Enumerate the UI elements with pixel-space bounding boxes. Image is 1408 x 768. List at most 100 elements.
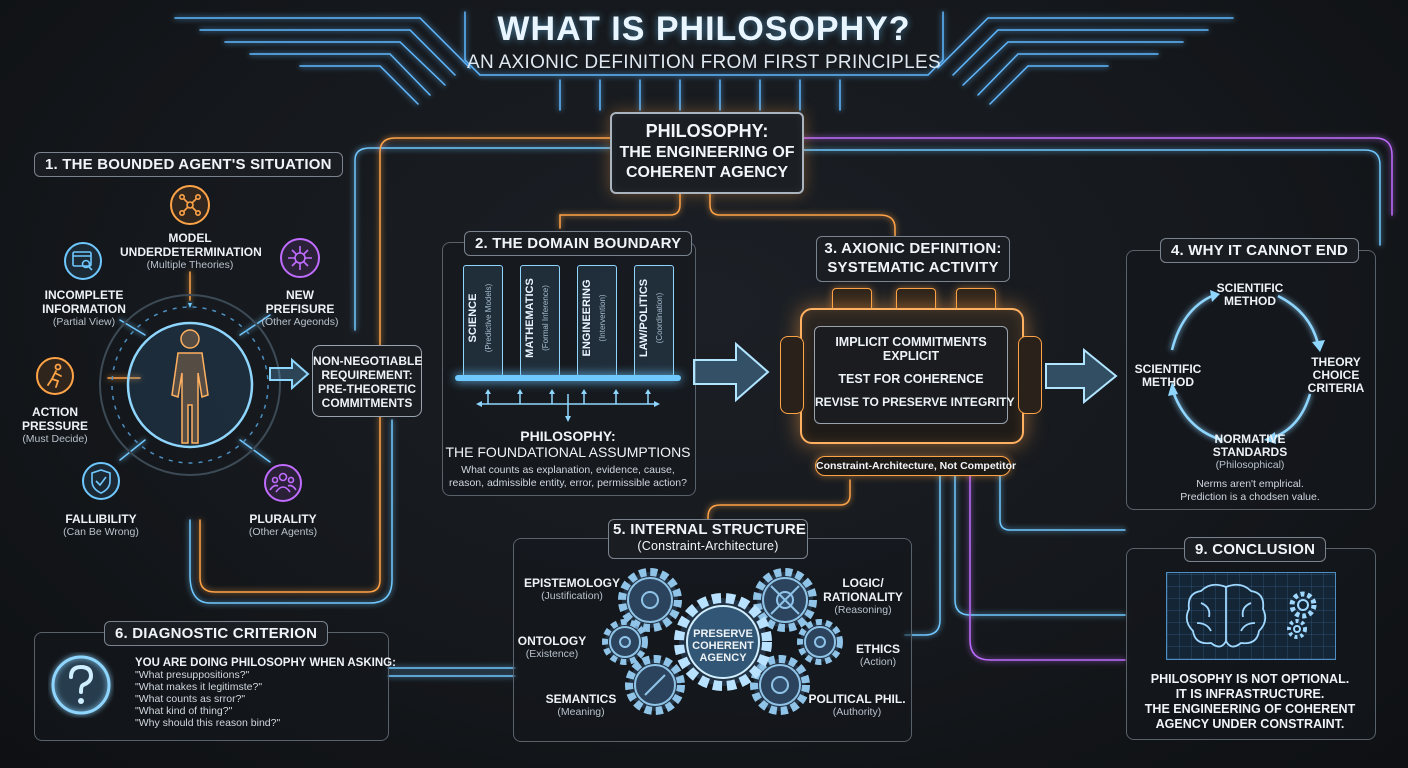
pillar-law-politics-note: (Coordination) — [655, 292, 664, 344]
sec1-item-incomplete-note: (Partial View) — [52, 316, 116, 328]
requirement-line-2: REQUIREMENT: — [321, 368, 413, 382]
virus-icon — [280, 238, 320, 278]
center-line-2: THE ENGINEERING OF — [619, 144, 795, 161]
gear-center-line-2: COHERENT — [692, 640, 754, 652]
sec1-item-fallibility-note: (Can Be Wrong) — [63, 526, 139, 538]
brain-icon — [1185, 583, 1267, 648]
gear-center-line-3: AGENCY — [699, 652, 747, 664]
section3-title-box: 3. AXIONIC DEFINITION: SYSTEMATIC ACTIVI… — [816, 236, 1010, 282]
requirement-line-4: COMMITMENTS — [321, 396, 413, 410]
cycle-left-line-1: SCIENTIFIC — [1134, 362, 1202, 376]
sec1-item-plurality-note: (Other Agents) — [248, 526, 318, 538]
arrow-right-icon — [693, 341, 770, 403]
section2-panel — [442, 242, 696, 496]
center-line-1: PHILOSOPHY: — [645, 121, 769, 141]
section3-footer: Constraint-Architecture, Not Competitor — [815, 456, 1016, 476]
section5-title-line-2: (Constraint-Architecture) — [637, 539, 779, 553]
sec5-ethics-note: (Action) — [859, 656, 897, 668]
sec1-item-fallibility-name: FALLIBILITY — [65, 512, 137, 526]
pillar-mathematics-label: MATHEMATICS — [524, 278, 536, 358]
pillar-mathematics-note: (Formal Inference) — [541, 285, 550, 351]
conclusion-line-3: THE ENGINEERING OF COHERENT — [1144, 702, 1356, 716]
cycle-top-line-2: METHOD — [1224, 294, 1276, 308]
pillar-science-note: (Predictive Models) — [484, 283, 493, 353]
section5-title-box: 5. INTERNAL STRUCTURE (Constraint-Archit… — [608, 519, 808, 559]
requirement-box: NON-NEGOTIABLE REQUIREMENT: PRE-THEORETI… — [312, 345, 422, 417]
section4-panel — [1126, 250, 1376, 510]
cycle-bottom-line-2: STANDARDS — [1212, 445, 1288, 459]
cycle-arrows — [1168, 290, 1325, 444]
pillars-group: SCIENCE (Predictive Models) MATHEMATICS … — [455, 265, 681, 390]
conclusion-line-1: PHILOSOPHY IS NOT OPTIONAL. — [1150, 672, 1350, 686]
cycle-right-line-3: CRITERIA — [1307, 381, 1365, 395]
diagnostic-question-4: "What kind of thing?" — [135, 705, 233, 717]
cycle-bottom-note: (Philosophical) — [1215, 459, 1285, 471]
cycle-bottom-line-1: NORMATIVE — [1214, 432, 1286, 446]
sec1-item-new-name2: PREFISURE — [265, 302, 335, 316]
diagnostic-question-3: "What counts as srror?" — [135, 693, 246, 705]
pillar-engineering-label: ENGINEERING — [581, 279, 593, 357]
sec1-item-action-name: ACTION — [32, 405, 78, 419]
machine-side-cap — [1018, 336, 1042, 414]
step-explicit: EXPLICIT — [882, 349, 940, 363]
sec1-item-plurality-name: PLURALITY — [249, 512, 317, 526]
group-icon — [264, 464, 302, 502]
diagnostic-heading: YOU ARE DOING PHILOSOPHY WHEN ASKING: — [135, 657, 396, 669]
machine-side-cap — [780, 336, 804, 414]
sec5-logic-note: (Reasoning) — [834, 604, 892, 616]
sec5-semantics-note: (Meaning) — [557, 706, 605, 718]
sec5-epistemology-name: EPISTEMOLOGY — [523, 576, 620, 590]
question-icon — [51, 655, 111, 715]
sec5-political-note: (Authority) — [832, 706, 882, 718]
section3-title-line-1: 3. AXIONIC DEFINITION: — [824, 240, 1002, 257]
section5-title-line-1: 5. INTERNAL STRUCTURE — [613, 521, 807, 538]
diagnostic-question-1: "What presuppositions?" — [135, 669, 250, 681]
sec5-logic-name2: RATIONALITY — [823, 590, 903, 604]
section3-title-line-2: SYSTEMATIC ACTIVITY — [827, 259, 999, 276]
sec1-item-model-note: (Multiple Theories) — [146, 259, 234, 271]
domain-desc-line-1: What counts as explanation, evidence, ca… — [461, 464, 675, 476]
machine-screen: IMPLICIT COMMITMENTS EXPLICIT TEST FOR C… — [814, 326, 1015, 424]
shield-check-icon — [82, 462, 120, 500]
systematic-activity-machine: IMPLICIT COMMITMENTS EXPLICIT TEST FOR C… — [800, 308, 1024, 444]
gear-icon — [1287, 591, 1317, 639]
step-implicit: IMPLICIT COMMITMENTS — [835, 335, 987, 349]
requirement-line-1: NON-NEGOTIABLE — [313, 354, 423, 368]
cycle-right-line-1: THEORY — [1311, 355, 1361, 369]
center-definition-box: PHILOSOPHY: THE ENGINEERING OF COHERENT … — [610, 112, 804, 194]
human-figure-icon — [171, 329, 209, 444]
diagnostic-question-2: "What makes it legitimste?" — [135, 681, 263, 693]
conclusion-line-4: AGENCY UNDER CONSTRAINT. — [1155, 717, 1345, 731]
center-line-3: COHERENT AGENCY — [625, 164, 789, 181]
arrow-right-icon — [269, 357, 310, 391]
foundation-line-1: PHILOSOPHY: — [520, 428, 616, 444]
step-test: TEST FOR COHERENCE — [838, 372, 984, 386]
section9-title: 9. CONCLUSION — [1184, 537, 1327, 562]
page-subtitle: AN AXIONIC DEFINITION FROM FIRST PRINCIP… — [467, 52, 941, 73]
pillar-mathematics: MATHEMATICS (Formal Inference) — [520, 265, 560, 377]
conclusion-line-2: IT IS INFRASTRUCTURE. — [1175, 687, 1325, 701]
section6-title: 6. DIAGNOSTIC CRITERION — [104, 621, 329, 646]
sec1-item-action-note: (Must Decide) — [22, 433, 88, 445]
sec5-political-name: POLITICAL PHIL. — [808, 692, 906, 706]
sec1-item-incomplete-name: INCOMPLETE — [44, 288, 124, 302]
sec5-logic-name: LOGIC/ — [842, 576, 884, 590]
cycle-top-line-1: SCIENTIFIC — [1216, 281, 1284, 295]
sec1-item-model-name: MODEL — [168, 231, 212, 245]
gear-cluster — [602, 568, 843, 715]
pillar-base — [455, 375, 681, 381]
diagnostic-question-5: "Why should this reason bind?" — [135, 717, 281, 729]
pillar-science: SCIENCE (Predictive Models) — [463, 265, 503, 377]
sec1-item-action-name2: PRESSURE — [21, 419, 89, 433]
section4-foot-line-2: Prediction is a chodsen value. — [1180, 491, 1320, 503]
sec5-ontology-note: (Existence) — [525, 648, 579, 660]
sec1-item-incomplete-name2: INFORMATION — [42, 302, 126, 316]
pillar-law-politics-label: LAW/POLITICS — [638, 278, 650, 358]
domain-desc-line-2: reason, admissible entity, error, permis… — [449, 477, 687, 489]
step-revise: REVISE TO PRESERVE INTEGRITY — [815, 395, 1015, 409]
page-title: WHAT IS PHILOSOPHY? — [497, 10, 911, 48]
sec5-ethics-name: ETHICS — [855, 642, 900, 656]
sec5-semantics-name: SEMANTICS — [545, 692, 617, 706]
sec1-item-model-name2: UNDERDETERMINATION — [120, 245, 262, 259]
arrow-right-icon — [1045, 347, 1118, 405]
